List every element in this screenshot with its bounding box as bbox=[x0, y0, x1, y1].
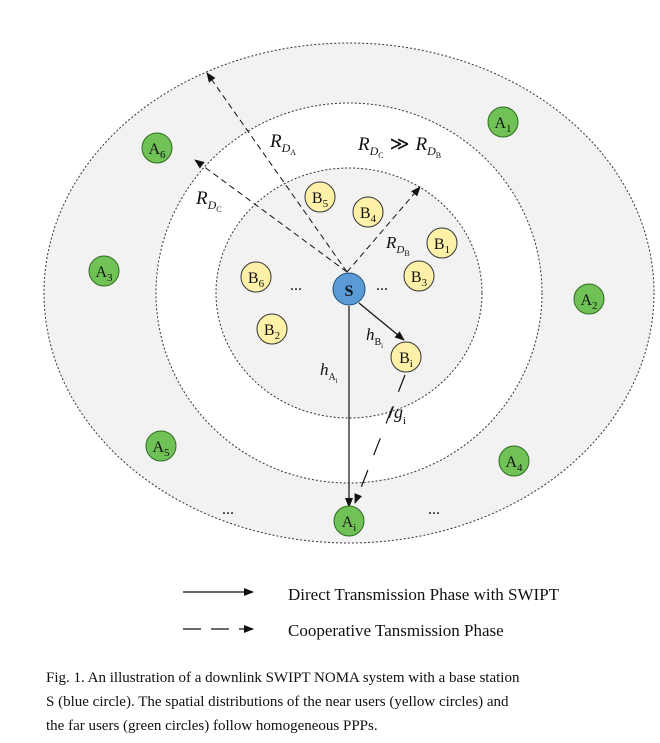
ellipsis-inner-left: ... bbox=[290, 277, 302, 294]
label-r-db: RDB bbox=[385, 233, 410, 258]
far-user-a2: A2 bbox=[573, 283, 605, 315]
caption-line-1: Fig. 1. An illustration of a downlink SW… bbox=[46, 670, 520, 686]
label-g-i: /gi bbox=[389, 402, 406, 427]
ellipsis-outer-left: ... bbox=[222, 501, 234, 518]
svg-text:Bi: Bi bbox=[399, 350, 413, 370]
near-user-b3: B3 bbox=[403, 260, 435, 292]
svg-text:S: S bbox=[345, 283, 354, 300]
legend-cooperative-label: Cooperative Tansmission Phase bbox=[288, 621, 504, 640]
label-r-da: RDA bbox=[269, 131, 296, 157]
far-user-a5: A5 bbox=[145, 430, 177, 462]
far-user-a4: A4 bbox=[498, 445, 530, 477]
near-user-bi: Bi bbox=[390, 341, 422, 373]
svg-text:A4: A4 bbox=[505, 454, 523, 474]
svg-text:A2: A2 bbox=[580, 292, 597, 312]
caption-line-2: S (blue circle). The spatial distributio… bbox=[46, 694, 509, 710]
svg-text:A5: A5 bbox=[152, 439, 170, 459]
legend-direct-label: Direct Transmission Phase with SWIPT bbox=[288, 585, 560, 604]
ellipsis-inner-right: ... bbox=[376, 277, 388, 294]
label-h-bi: hBi bbox=[366, 325, 383, 350]
svg-text:A6: A6 bbox=[148, 141, 166, 161]
caption-line-3: the far users (green circles) follow hom… bbox=[46, 718, 378, 734]
far-user-a6: A6 bbox=[141, 132, 173, 164]
radius-arrow-da bbox=[206, 72, 348, 273]
direct-arrow-bi bbox=[358, 302, 405, 341]
legend: Direct Transmission Phase with SWIPT Coo… bbox=[183, 585, 560, 640]
near-user-b4: B4 bbox=[352, 196, 384, 228]
far-user-a3: A3 bbox=[88, 255, 120, 287]
cooperative-arrow bbox=[354, 374, 406, 504]
ellipsis-outer-right: ... bbox=[428, 501, 440, 518]
svg-text:Ai: Ai bbox=[342, 514, 357, 534]
label-r-dc: RDC bbox=[195, 188, 222, 214]
svg-text:B3: B3 bbox=[411, 269, 428, 289]
near-user-b5: B5 bbox=[304, 181, 336, 213]
svg-text:A3: A3 bbox=[95, 264, 113, 284]
svg-text:B2: B2 bbox=[264, 322, 280, 342]
diagram: RDA RDC RDB RDC≫RDB hBi hAi /gi ... ... … bbox=[43, 42, 655, 640]
base-station: S bbox=[332, 272, 366, 306]
figure-caption: Fig. 1. An illustration of a downlink SW… bbox=[46, 666, 646, 738]
svg-text:B5: B5 bbox=[312, 190, 329, 210]
near-user-b2: B2 bbox=[256, 313, 288, 345]
label-h-ai: hAi bbox=[320, 360, 338, 385]
far-user-ai: Ai bbox=[333, 505, 365, 537]
label-relation: RDC≫RDB bbox=[357, 134, 441, 160]
near-user-b6: B6 bbox=[240, 261, 272, 293]
svg-text:A1: A1 bbox=[494, 115, 511, 135]
svg-text:B1: B1 bbox=[434, 236, 450, 256]
svg-text:B4: B4 bbox=[360, 205, 377, 225]
radius-arrow-db bbox=[346, 186, 421, 273]
radius-arrow-dc bbox=[194, 159, 348, 273]
svg-text:B6: B6 bbox=[248, 270, 265, 290]
near-user-b1: B1 bbox=[426, 227, 458, 259]
far-user-a1: A1 bbox=[487, 106, 519, 138]
